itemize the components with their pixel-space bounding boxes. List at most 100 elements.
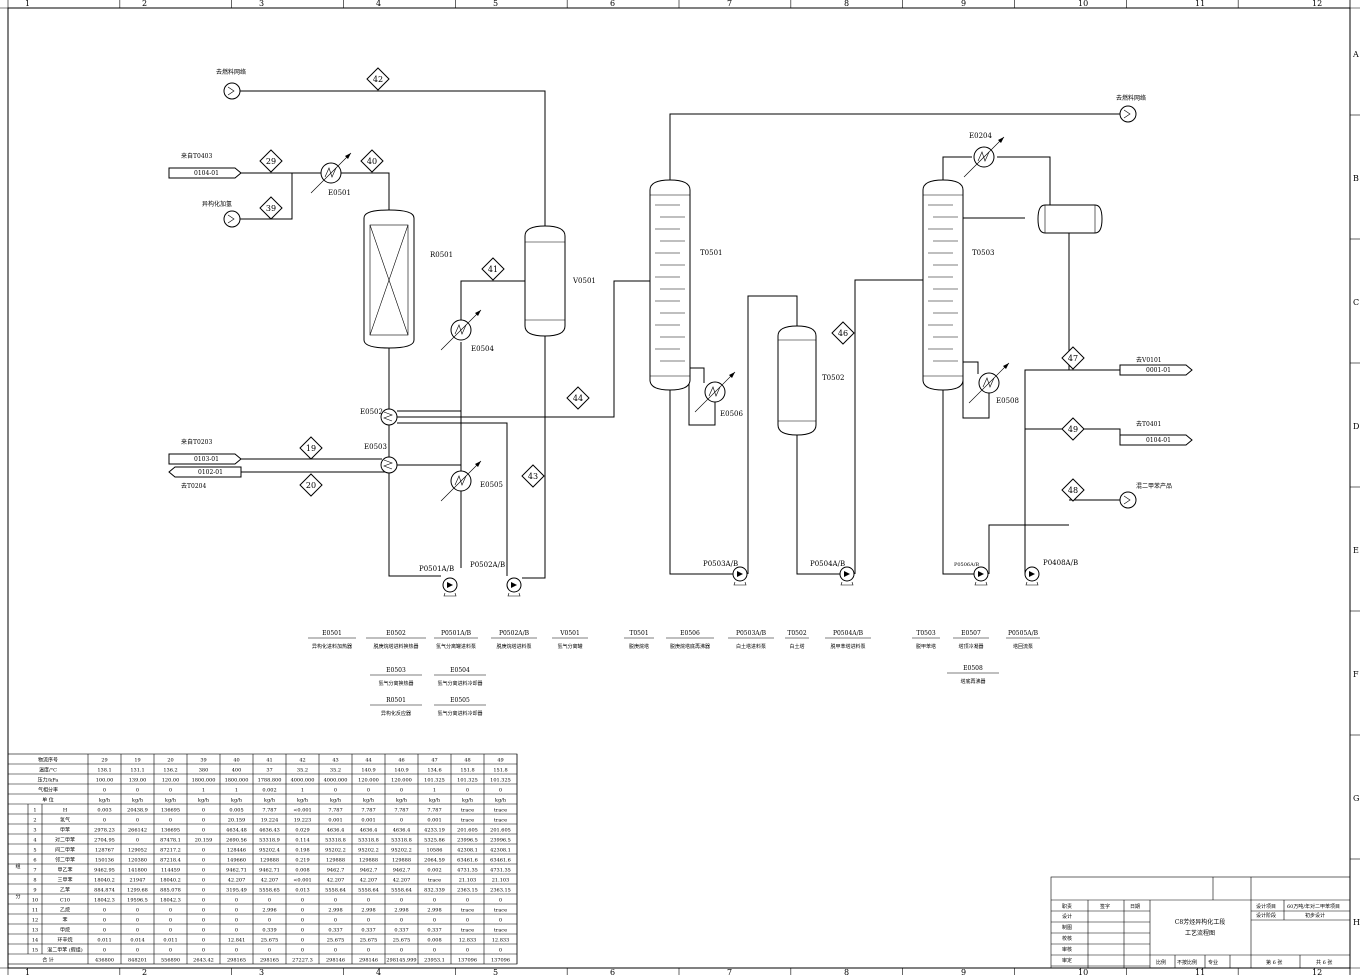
table-cell: 0 xyxy=(202,928,205,934)
table-cell: 7.787 xyxy=(328,808,342,814)
table-cell: 138.1 xyxy=(97,768,111,774)
conn-fuel-gas-2 xyxy=(1119,105,1137,123)
svg-text:T0501: T0501 xyxy=(629,630,648,637)
table-cell: 35.2 xyxy=(297,768,308,774)
table-cell: kg/h xyxy=(231,798,243,804)
table-cell: 120.00 xyxy=(162,778,180,784)
table-cell: 0.008 xyxy=(295,868,309,874)
table-cell: 0.337 xyxy=(394,928,408,934)
tb-design-project-value: 60万吨/年对二甲苯项目 xyxy=(1287,903,1340,910)
table-cell: 2363.15 xyxy=(457,888,478,894)
table-col-header: 44 xyxy=(365,758,371,764)
table-cell: 1299.68 xyxy=(127,888,148,894)
table-col-header: 46 xyxy=(398,758,404,764)
table-total-cell: 556890 xyxy=(161,958,180,964)
svg-text:P0502A/B: P0502A/B xyxy=(499,630,530,637)
table-cell: 87217.2 xyxy=(160,848,181,854)
table-cell: 53318.9 xyxy=(259,838,280,844)
table-cell: 1800.000 xyxy=(225,778,249,784)
table-cell: 12.841 xyxy=(228,938,246,944)
grid-col-bottom-10: 10 xyxy=(1078,968,1088,975)
table-cell: 21.103 xyxy=(459,878,477,884)
table-cell: 101.325 xyxy=(490,778,511,784)
pump-p0408 xyxy=(1024,566,1040,586)
table-cell: 120380 xyxy=(128,858,147,864)
table-cell: 7.787 xyxy=(394,808,408,814)
table-cell: 20438.9 xyxy=(127,808,148,814)
grid-col-bottom-3: 3 xyxy=(259,968,264,975)
table-cell: 4000.000 xyxy=(324,778,348,784)
exchanger-e0503 xyxy=(380,456,398,474)
table-total-cell: 298146 xyxy=(326,958,345,964)
table-cell: 9462.71 xyxy=(226,868,247,874)
grid-col-top-1: 1 xyxy=(25,0,30,8)
table-cell: 0.011 xyxy=(163,938,177,944)
table-cell: 0 xyxy=(235,918,238,924)
grid-col-bottom-6: 6 xyxy=(610,968,615,975)
table-cell: 3195.49 xyxy=(226,888,247,894)
table-cell: 0.008 xyxy=(427,938,441,944)
table-cell: 0 xyxy=(367,898,370,904)
exchanger-e0506 xyxy=(694,371,736,413)
stream-number: 39 xyxy=(266,204,276,213)
table-cell: 136695 xyxy=(161,808,180,814)
table-col-header: 20 xyxy=(167,758,173,764)
table-cell: 266142 xyxy=(128,828,147,834)
stream-number: 20 xyxy=(306,481,316,490)
table-total-cell: 298165 xyxy=(260,958,279,964)
grid-col-top-9: 9 xyxy=(961,0,966,8)
table-cell: 129888 xyxy=(326,858,345,864)
table-cell: 0 xyxy=(136,928,139,934)
equipment-legend: E0501异构化进料加热器E0502脱庚烷塔进料换热器P0501A/B氢气分离罐… xyxy=(308,630,1040,717)
svg-text:脱庚烷塔进料换热器: 脱庚烷塔进料换热器 xyxy=(373,643,418,650)
table-total-cell: 2643.42 xyxy=(193,958,214,964)
table-cell: 129888 xyxy=(359,858,378,864)
table-cell: 151.8 xyxy=(493,768,507,774)
table-param-label: 单 位 xyxy=(42,797,54,804)
stream-number: 41 xyxy=(488,265,498,274)
table-param-label: 气相分率 xyxy=(38,787,58,794)
tb-design-project-label: 设计项目 xyxy=(1256,903,1276,910)
table-cell: 114459 xyxy=(161,868,180,874)
tb-label-review: 审核 xyxy=(1062,946,1072,953)
table-cell: 0 xyxy=(400,788,403,794)
table-cell: 37 xyxy=(266,768,272,774)
table-cell: 129888 xyxy=(392,858,411,864)
stream-tag-44: 44 xyxy=(566,386,590,410)
grid-col-bottom-7: 7 xyxy=(727,968,732,975)
table-cell: 134.6 xyxy=(427,768,441,774)
process-lines xyxy=(240,90,1121,579)
tb-label-design: 设计 xyxy=(1062,913,1072,920)
table-cell: 400 xyxy=(232,768,242,774)
stream-number: 44 xyxy=(573,394,583,403)
stream-number: 40 xyxy=(367,157,377,166)
svg-text:E0507: E0507 xyxy=(961,630,981,637)
table-col-header: 40 xyxy=(233,758,239,764)
grid-col-bottom-11: 11 xyxy=(1195,968,1205,975)
stream-tag-41: 41 xyxy=(481,257,505,281)
table-cell: trace xyxy=(461,928,474,934)
table-col-header: 43 xyxy=(332,758,338,764)
conn-text-from-t0203: 来自T0203 xyxy=(181,438,212,446)
table-cell: 2.998 xyxy=(427,908,441,914)
table-cell: 5558.65 xyxy=(259,888,280,894)
conn-fuel-gas-1 xyxy=(223,82,241,100)
exchanger-e0505 xyxy=(440,460,482,502)
table-cell: 21.103 xyxy=(492,878,510,884)
table-cell: 0 xyxy=(202,878,205,884)
table-comp-name: 间二甲苯 xyxy=(55,847,75,854)
table-cell: 0 xyxy=(202,848,205,854)
table-cell: 201.605 xyxy=(457,828,478,834)
svg-text:塔底再沸器: 塔底再沸器 xyxy=(960,678,985,685)
svg-text:T0502: T0502 xyxy=(787,630,806,637)
conn-text-to-v0101: 去V0101 xyxy=(1136,356,1162,364)
table-cell: 19596.5 xyxy=(127,898,148,904)
table-cell: 0 xyxy=(301,918,304,924)
table-cell: 0 xyxy=(103,908,106,914)
